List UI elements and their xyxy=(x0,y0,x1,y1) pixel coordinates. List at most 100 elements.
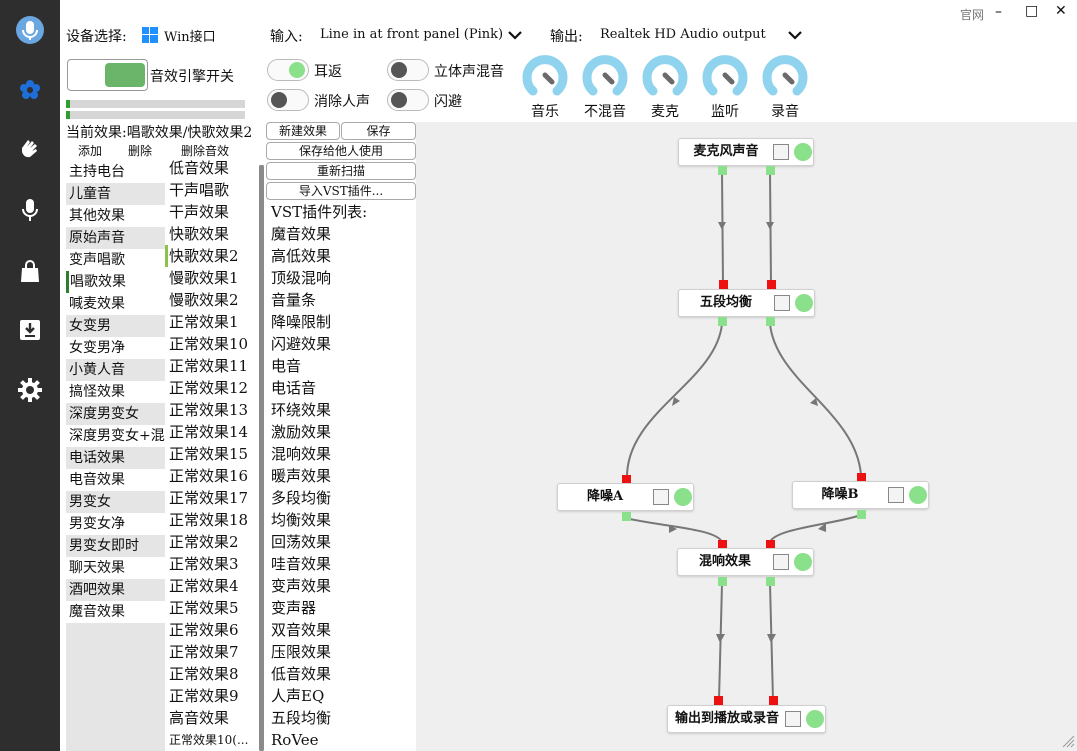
output-select[interactable]: Realtek HD Audio output xyxy=(600,27,766,42)
enable-dot[interactable] xyxy=(806,710,824,728)
import-vst-button[interactable]: 导入VST插件... xyxy=(266,182,416,200)
vst-item[interactable]: 混响效果 xyxy=(271,445,332,463)
settings-gear-icon[interactable] xyxy=(14,374,46,406)
preset-item[interactable]: 正常效果11 xyxy=(169,357,249,375)
volume-knob[interactable] xyxy=(700,50,750,100)
in-port[interactable] xyxy=(857,473,866,482)
category-item[interactable]: 儿童音 xyxy=(69,186,111,202)
preset-item[interactable]: 正常效果10(... xyxy=(169,733,249,747)
preset-item[interactable]: 正常效果6 xyxy=(169,621,239,639)
vst-item[interactable]: 哇音效果 xyxy=(271,555,332,573)
node-eq5[interactable]: 五段均衡 xyxy=(678,289,815,317)
preset-scrollbar[interactable] xyxy=(259,165,264,751)
volume-knob[interactable] xyxy=(760,50,810,100)
vst-item[interactable]: 高低效果 xyxy=(271,247,332,265)
sliders-icon[interactable] xyxy=(785,711,801,727)
shopping-bag-icon[interactable] xyxy=(14,256,46,288)
delete-effect-link[interactable]: 删除音效 xyxy=(181,144,230,158)
out-port[interactable] xyxy=(718,577,727,586)
category-item[interactable]: 主持电台 xyxy=(66,161,165,183)
vst-item[interactable]: 环绕效果 xyxy=(271,401,332,419)
microphone-logo-icon[interactable] xyxy=(14,14,46,46)
vst-item[interactable]: 五段均衡 xyxy=(271,709,332,727)
volume-knob[interactable] xyxy=(640,50,690,100)
sliders-icon[interactable] xyxy=(773,144,789,160)
flower-icon[interactable] xyxy=(14,74,46,106)
vst-item[interactable]: 变声器 xyxy=(271,599,317,617)
in-port[interactable] xyxy=(767,280,776,289)
category-item[interactable]: 喊麦效果 xyxy=(66,293,165,315)
vst-item[interactable]: 激励效果 xyxy=(271,423,332,441)
node-output[interactable]: 输出到播放或录音 xyxy=(667,705,826,733)
preset-item[interactable]: 正常效果16 xyxy=(169,467,249,485)
enable-dot[interactable] xyxy=(794,143,812,161)
ducking-toggle[interactable] xyxy=(387,89,429,111)
minimize-icon[interactable]: – xyxy=(995,4,1002,20)
ear-return-toggle[interactable] xyxy=(267,59,309,81)
official-site-link[interactable]: 官网 xyxy=(960,8,985,22)
category-item[interactable]: 男变女净 xyxy=(66,513,165,535)
category-item[interactable]: 深度男变女+混响 xyxy=(66,425,165,447)
preset-item[interactable]: 正常效果12 xyxy=(169,379,249,397)
close-icon[interactable]: ✕ xyxy=(1055,3,1067,19)
vst-item[interactable]: 音量条 xyxy=(271,291,317,309)
category-item[interactable]: 原始声音 xyxy=(69,230,125,246)
category-item[interactable]: 搞怪效果 xyxy=(66,381,165,403)
vst-item[interactable]: 电话音 xyxy=(271,379,317,397)
resize-grip-icon[interactable] xyxy=(1061,734,1075,748)
sliders-icon[interactable] xyxy=(773,554,789,570)
preset-item[interactable]: 高音效果 xyxy=(169,709,230,727)
category-item[interactable]: 小黄人音 xyxy=(69,362,125,378)
new-effect-button[interactable]: 新建效果 xyxy=(266,122,340,140)
out-port[interactable] xyxy=(718,317,727,326)
sliders-icon[interactable] xyxy=(888,487,904,503)
device-select[interactable]: Win接口 xyxy=(164,30,216,45)
vst-item[interactable]: 顶级混响 xyxy=(271,269,332,287)
sliders-icon[interactable] xyxy=(774,295,790,311)
vocal-remove-toggle[interactable] xyxy=(267,89,309,111)
category-item[interactable]: 电话效果 xyxy=(69,450,125,466)
effect-graph-canvas[interactable]: 麦克风声音 五段均衡 降噪A 降噪B 混响效果 输出到播放或录音 xyxy=(416,122,1077,751)
vst-item[interactable]: 均衡效果 xyxy=(271,511,332,529)
preset-item[interactable]: 正常效果4 xyxy=(169,577,239,595)
in-port[interactable] xyxy=(719,280,728,289)
volume-knob[interactable] xyxy=(580,50,630,100)
category-item[interactable]: 男变女即时 xyxy=(69,538,139,554)
vst-item[interactable]: 魔音效果 xyxy=(271,225,332,243)
preset-item[interactable]: 正常效果13 xyxy=(169,401,249,419)
preset-item[interactable]: 正常效果5 xyxy=(169,599,239,617)
category-item[interactable]: 唱歌效果 xyxy=(66,271,165,293)
preset-item[interactable]: 正常效果15 xyxy=(169,445,249,463)
vst-item[interactable]: 回荡效果 xyxy=(271,533,332,551)
preset-item[interactable]: 慢歌效果2 xyxy=(169,291,239,309)
save-share-button[interactable]: 保存给他人使用 xyxy=(266,142,416,160)
vst-item[interactable]: 低音效果 xyxy=(271,665,332,683)
category-item[interactable]: 男变女 xyxy=(69,494,111,510)
preset-item[interactable]: 正常效果18 xyxy=(169,511,249,529)
preset-item[interactable]: 慢歌效果1 xyxy=(169,269,239,287)
out-port[interactable] xyxy=(766,166,775,175)
vst-item[interactable]: 人声EQ xyxy=(271,687,325,705)
engine-switch[interactable] xyxy=(67,59,148,91)
out-port[interactable] xyxy=(622,512,631,521)
preset-item[interactable]: 正常效果1 xyxy=(169,313,239,331)
out-port[interactable] xyxy=(857,510,866,519)
preset-item[interactable]: 正常效果8 xyxy=(169,665,239,683)
preset-item[interactable]: 正常效果2 xyxy=(169,533,239,551)
in-port[interactable] xyxy=(718,540,727,549)
vst-item[interactable]: 变声效果 xyxy=(271,577,332,595)
maximize-icon[interactable]: □ xyxy=(1025,3,1039,19)
enable-dot[interactable] xyxy=(794,553,812,571)
download-icon[interactable] xyxy=(14,314,46,346)
input-select[interactable]: Line in at front panel (Pink) xyxy=(320,27,504,42)
vst-item[interactable]: 双音效果 xyxy=(271,621,332,639)
preset-item[interactable]: 干声唱歌 xyxy=(169,181,230,199)
category-item[interactable]: 变声唱歌 xyxy=(66,249,165,271)
vst-item[interactable]: 压限效果 xyxy=(271,643,332,661)
preset-item[interactable]: 低音效果 xyxy=(169,159,230,177)
vst-item[interactable]: 暖声效果 xyxy=(271,467,332,485)
enable-dot[interactable] xyxy=(674,488,692,506)
preset-item[interactable]: 正常效果9 xyxy=(169,687,239,705)
hand-clap-icon[interactable] xyxy=(14,132,46,164)
vst-item[interactable]: 电音 xyxy=(271,357,302,375)
